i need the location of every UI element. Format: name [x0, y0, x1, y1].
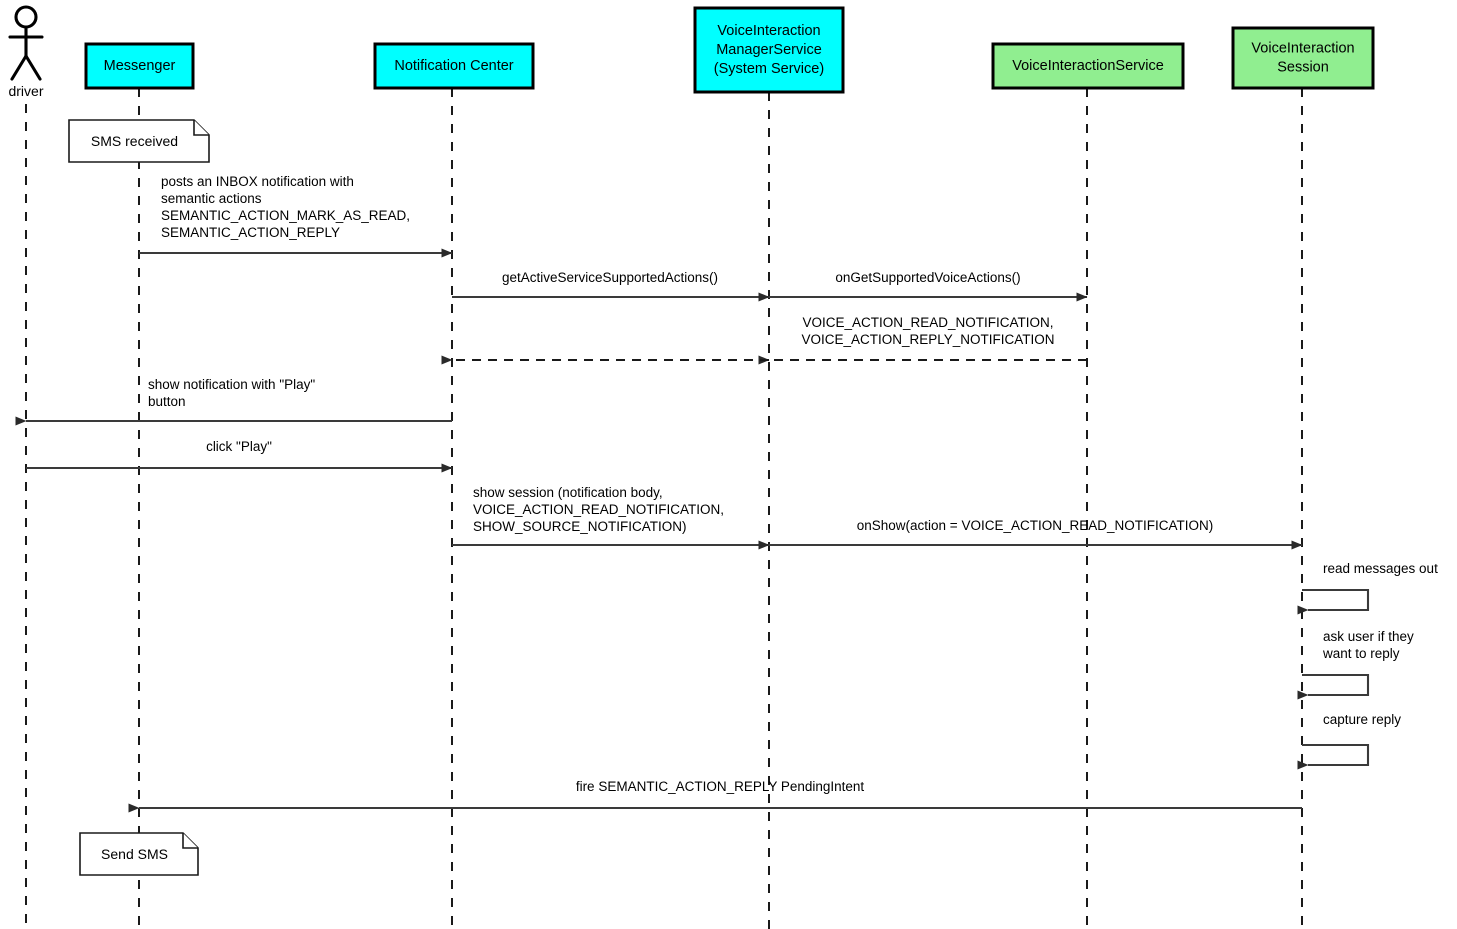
- participant-label-session: VoiceInteraction: [1251, 40, 1354, 56]
- actor-right-leg-icon: [24, 54, 42, 81]
- actor-head-icon: [14, 5, 38, 29]
- participant-box-rect-messenger: [84, 42, 195, 90]
- participant-label-vims: VoiceInteraction: [717, 23, 820, 39]
- note-sms-received[interactable]: SMS received: [68, 119, 210, 163]
- actor-label: driver: [8, 83, 43, 99]
- participant-heads-layer: driver Messenger Notification Center VoiceI…: [8, 5, 1375, 99]
- note-send-sms-label: Send SMS: [101, 846, 168, 862]
- msg-on-show-label: onShow(action = VOICE_ACTION_READ_NOTIFI…: [857, 518, 1213, 533]
- msg-show-notification-with-play-button-label: button: [148, 394, 186, 409]
- msg-on-get-supported-voice-actions: onGetSupportedVoiceActions(): [769, 270, 1088, 302]
- note-send-sms[interactable]: Send SMS: [79, 832, 199, 876]
- msg-show-session-label: show session (notification body,: [473, 485, 663, 500]
- selfcall-capture-reply-label: capture reply: [1323, 712, 1401, 727]
- msg-on-get-supported-voice-actions-label: onGetSupportedVoiceActions(): [835, 270, 1020, 285]
- msg-get-active-service-supported-actions-label: getActiveServiceSupportedActions(): [502, 270, 718, 285]
- selfcall-ask-user-reply-loop: [1297, 673, 1370, 700]
- msg-return-voice-actions-to-vims: VOICE_ACTION_READ_NOTIFICATION, VOICE_ACT…: [758, 315, 1087, 365]
- selfcall-read-messages-out-label: read messages out: [1323, 561, 1438, 576]
- participant-label-notifctr: Notification Center: [394, 58, 513, 74]
- participant-box-rect-vis: [991, 42, 1185, 90]
- msg-post-inbox-notification-label: semantic actions: [161, 191, 262, 206]
- note-sms-received-shape: [68, 119, 210, 163]
- selfcall-ask-user-reply-label: ask user if they: [1323, 629, 1414, 644]
- participant-box-rect-vims: [693, 6, 845, 94]
- actor-left-leg-icon: [10, 54, 28, 81]
- participant-label-session: Session: [1277, 59, 1329, 75]
- participant-label-messenger: Messenger: [104, 58, 176, 74]
- participant-box-rect-notifctr: [373, 42, 535, 90]
- msg-show-session: show session (notification body, VOICE_AC…: [452, 485, 770, 550]
- msg-post-inbox-notification-label: SEMANTIC_ACTION_REPLY: [161, 225, 340, 240]
- msg-show-notification-with-play-button: show notification with "Play" button: [15, 377, 452, 426]
- msg-click-play: click "Play": [26, 439, 453, 473]
- selfcall-ask-user-reply: ask user if they want to reply: [1297, 629, 1414, 700]
- participant-box-notifctr[interactable]: Notification Center: [373, 42, 535, 90]
- msg-fire-semantic-action-reply-pendingintent-label: fire SEMANTIC_ACTION_REPLY PendingIntent: [576, 779, 865, 794]
- msg-show-session-label: SHOW_SOURCE_NOTIFICATION): [473, 519, 687, 534]
- selfcall-read-messages-out-loop: [1297, 588, 1370, 615]
- msg-return-voice-actions-to-vims-label: VOICE_ACTION_READ_NOTIFICATION,: [802, 315, 1053, 330]
- msg-return-voice-actions-to-vims-label: VOICE_ACTION_REPLY_NOTIFICATION: [801, 332, 1054, 347]
- selfcall-read-messages-out: read messages out: [1297, 561, 1438, 615]
- selfcall-ask-user-reply-label: want to reply: [1322, 646, 1400, 661]
- selfcall-capture-reply: capture reply: [1297, 712, 1401, 770]
- note-sms-received-fold-icon: [193, 120, 209, 136]
- msg-post-inbox-notification: posts an INBOX notification with semantic…: [139, 174, 453, 258]
- msg-post-inbox-notification-label: posts an INBOX notification with: [161, 174, 354, 189]
- msg-show-notification-with-play-button-label: show notification with "Play": [148, 377, 315, 392]
- msg-on-show: onShow(action = VOICE_ACTION_READ_NOTIFI…: [769, 518, 1303, 550]
- note-send-sms-fold-icon: [182, 833, 198, 849]
- self-calls-layer: read messages out ask user if they want to…: [1297, 561, 1438, 770]
- msg-click-play-label: click "Play": [206, 439, 272, 454]
- selfcall-capture-reply-loop: [1297, 743, 1370, 770]
- participant-box-vis[interactable]: VoiceInteractionService: [991, 42, 1185, 90]
- participant-label-vis: VoiceInteractionService: [1012, 58, 1164, 74]
- msg-fire-semantic-action-reply-pendingintent: fire SEMANTIC_ACTION_REPLY PendingIntent: [128, 779, 1302, 813]
- participant-label-vims: ManagerService: [716, 42, 822, 58]
- actor-driver[interactable]: driver: [8, 5, 44, 99]
- participant-label-vims: (System Service): [714, 61, 824, 77]
- msg-show-session-label: VOICE_ACTION_READ_NOTIFICATION,: [473, 502, 724, 517]
- participant-box-rect-session: [1231, 26, 1375, 90]
- note-sms-received-label: SMS received: [91, 133, 178, 149]
- msg-post-inbox-notification-label: SEMANTIC_ACTION_MARK_AS_READ,: [161, 208, 410, 223]
- lifelines-layer: [25, 88, 1303, 929]
- participant-box-messenger[interactable]: Messenger: [84, 42, 195, 90]
- msg-get-active-service-supported-actions: getActiveServiceSupportedActions(): [452, 270, 770, 302]
- messages-layer: posts an INBOX notification with semantic…: [15, 174, 1303, 813]
- note-send-sms-shape: [79, 832, 199, 876]
